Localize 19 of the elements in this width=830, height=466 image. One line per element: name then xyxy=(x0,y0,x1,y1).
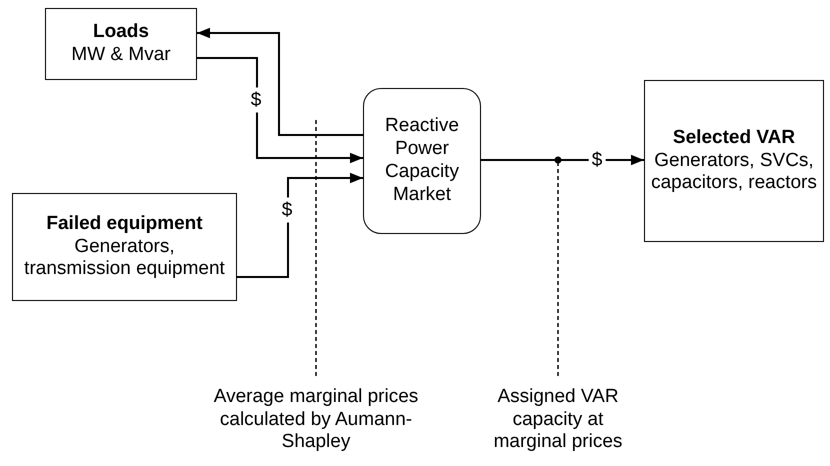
process-box xyxy=(45,8,197,80)
box-text: Generators, transmission equipment xyxy=(23,236,226,282)
box-text: Reactive Power Capacity Market xyxy=(384,115,460,207)
arrow xyxy=(481,154,644,166)
box-heading: Failed equipment xyxy=(46,212,203,236)
arrow xyxy=(197,28,363,136)
box-heading: Loads xyxy=(93,21,149,44)
process-box xyxy=(12,193,237,301)
box-text: Assigned VAR capacity at marginal prices xyxy=(492,386,624,454)
box-text: MW & Mvar xyxy=(71,44,171,67)
box-text: Generators, SVCs, capacitors, reactors xyxy=(651,150,817,196)
arrow xyxy=(237,172,363,278)
leader-line xyxy=(554,156,562,376)
rounded-process-box xyxy=(363,88,481,234)
box-heading: Selected VAR xyxy=(672,126,796,150)
leader-line xyxy=(315,118,317,376)
process-box xyxy=(644,80,824,242)
box-text: Average marginal prices calculated by Aumann-Shapley xyxy=(212,386,420,454)
arrow xyxy=(197,57,363,164)
